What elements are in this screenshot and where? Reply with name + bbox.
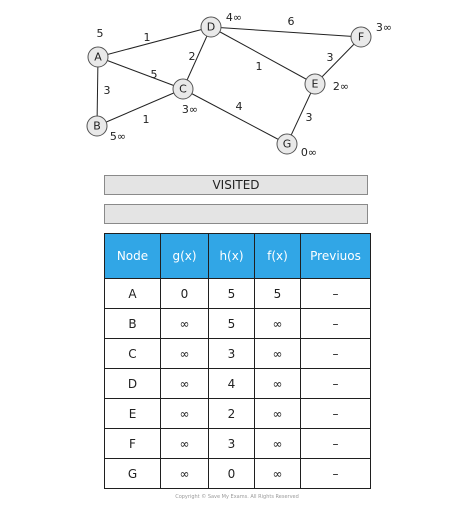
edge-d-f <box>210 26 362 38</box>
cell-node: G <box>104 458 161 489</box>
cell-f: ∞ <box>254 368 301 399</box>
header-h: h(x) <box>208 233 255 279</box>
node-f-label: F <box>358 31 364 44</box>
node-table: Node g(x) h(x) f(x) Previuos A 0 5 5 – B… <box>104 233 371 489</box>
table-row: F ∞ 3 ∞ – <box>104 428 371 459</box>
cell-previous: – <box>300 458 371 489</box>
edge-weight-b-c: 1 <box>143 113 150 126</box>
cell-f: ∞ <box>254 458 301 489</box>
edge-weight-a-b: 3 <box>104 84 111 97</box>
header-node: Node <box>104 233 161 279</box>
cell-g: ∞ <box>160 458 209 489</box>
node-b-label: B <box>93 120 101 133</box>
table-row: B ∞ 5 ∞ – <box>104 308 371 339</box>
node-f-heuristic: 3∞ <box>376 21 392 34</box>
edge-b-c <box>96 88 184 127</box>
node-f-circle <box>350 26 372 48</box>
cell-f: ∞ <box>254 398 301 429</box>
cell-node: C <box>104 338 161 369</box>
edge-weight-e-f: 3 <box>327 51 334 64</box>
node-g-label: G <box>283 138 292 151</box>
node-b-circle <box>86 115 108 137</box>
edge-weight-c-d: 2 <box>189 50 196 63</box>
edge-d-e <box>210 26 316 85</box>
header-previous: Previuos <box>300 233 371 279</box>
cell-previous: – <box>300 398 371 429</box>
cell-node: E <box>104 398 161 429</box>
cell-h: 3 <box>208 428 255 459</box>
node-d-circle <box>200 16 222 38</box>
edge-a-b <box>96 56 99 127</box>
cell-h: 5 <box>208 278 255 309</box>
node-g-heuristic: 0∞ <box>301 146 317 159</box>
cell-previous: – <box>300 338 371 369</box>
cell-h: 2 <box>208 398 255 429</box>
edge-a-d <box>97 26 212 58</box>
edge-weight-c-g: 4 <box>236 100 243 113</box>
node-b-heuristic: 5∞ <box>110 130 126 143</box>
cell-previous: – <box>300 278 371 309</box>
cell-node: B <box>104 308 161 339</box>
cell-g: ∞ <box>160 398 209 429</box>
cell-h: 0 <box>208 458 255 489</box>
empty-bar <box>104 204 368 224</box>
cell-h: 5 <box>208 308 255 339</box>
cell-g: ∞ <box>160 428 209 459</box>
node-a-heuristic: 5 <box>97 27 104 40</box>
node-a-label: A <box>94 51 102 64</box>
edge-e-f <box>314 36 362 85</box>
copyright-notice: Copyright © Save My Exams. All Rights Re… <box>175 494 299 500</box>
table-row: A 0 5 5 – <box>104 278 371 309</box>
cell-f: ∞ <box>254 338 301 369</box>
node-e-circle <box>304 73 326 95</box>
cell-f: 5 <box>254 278 301 309</box>
weighted-graph: A B C D E F G 1 5 3 1 2 4 6 1 3 3 5 5∞ 3∞ 4∞ 2∞ 3∞ 0∞ <box>86 11 392 159</box>
cell-g: ∞ <box>160 368 209 399</box>
edge-c-g <box>182 88 288 145</box>
table-row: C ∞ 3 ∞ – <box>104 338 371 369</box>
cell-previous: – <box>300 368 371 399</box>
cell-node: F <box>104 428 161 459</box>
cell-h: 3 <box>208 338 255 369</box>
edge-weight-d-f: 6 <box>288 15 295 28</box>
cell-h: 4 <box>208 368 255 399</box>
node-d-label: D <box>207 21 215 34</box>
visited-bar: VISITED <box>104 175 368 195</box>
edge-c-d <box>182 26 212 90</box>
node-e-label: E <box>312 78 319 91</box>
header-f: f(x) <box>254 233 301 279</box>
cell-g: ∞ <box>160 308 209 339</box>
node-c-circle <box>172 78 194 100</box>
table-header-row: Node g(x) h(x) f(x) Previuos <box>104 233 371 279</box>
edge-weight-a-d: 1 <box>144 31 151 44</box>
node-d-heuristic: 4∞ <box>226 11 242 24</box>
node-a-circle <box>87 46 109 68</box>
node-c-heuristic: 3∞ <box>182 103 198 116</box>
cell-f: ∞ <box>254 428 301 459</box>
cell-g: 0 <box>160 278 209 309</box>
edge-e-g <box>286 83 316 145</box>
cell-g: ∞ <box>160 338 209 369</box>
table-row: E ∞ 2 ∞ – <box>104 398 371 429</box>
edge-weight-d-e: 1 <box>256 60 263 73</box>
node-g-circle <box>276 133 298 155</box>
node-e-heuristic: 2∞ <box>333 80 349 93</box>
cell-previous: – <box>300 308 371 339</box>
node-c-label: C <box>179 83 187 96</box>
cell-node: A <box>104 278 161 309</box>
edge-weight-a-c: 5 <box>151 68 158 81</box>
edge-a-c <box>97 56 184 90</box>
cell-previous: – <box>300 428 371 459</box>
visited-label: VISITED <box>212 178 260 192</box>
edge-weight-e-g: 3 <box>306 111 313 124</box>
table-row: G ∞ 0 ∞ – <box>104 458 371 489</box>
cell-node: D <box>104 368 161 399</box>
header-g: g(x) <box>160 233 209 279</box>
cell-f: ∞ <box>254 308 301 339</box>
table-row: D ∞ 4 ∞ – <box>104 368 371 399</box>
